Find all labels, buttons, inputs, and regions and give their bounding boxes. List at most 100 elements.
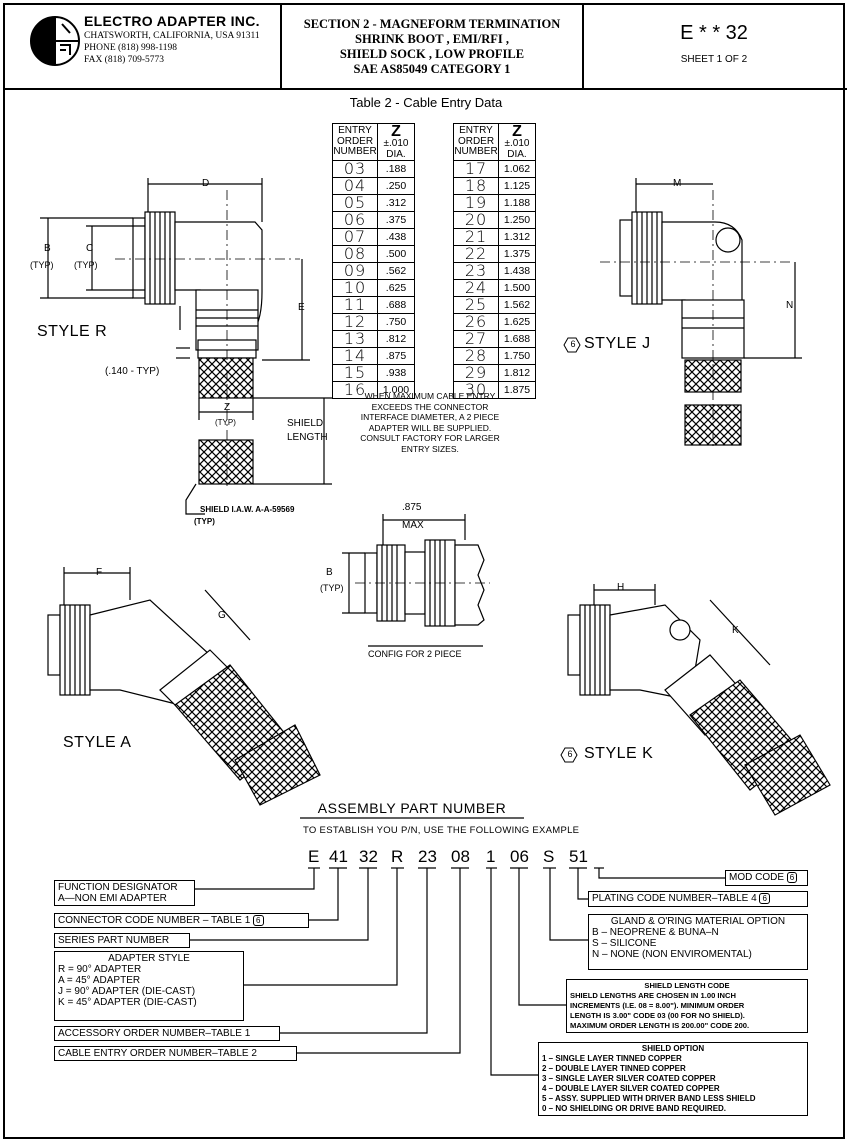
connector-code-box: CONNECTOR CODE NUMBER – TABLE 1 6 — [54, 913, 309, 928]
dim-e: E — [298, 302, 305, 313]
section-line-4: SAE AS85049 CATEGORY 1 — [353, 62, 511, 76]
z-dia-cell: 1.375 — [498, 245, 536, 263]
style-j-label: STYLE J — [584, 335, 651, 352]
z-dia-cell: .750 — [377, 313, 415, 331]
entry-order-cell: 09 — [332, 262, 378, 280]
entry-order-cell: 14 — [332, 347, 378, 365]
dim-875: .875 — [402, 502, 422, 513]
z-dia-cell: .812 — [377, 330, 415, 348]
shield-length-box: SHIELD LENGTH CODE SHIELD LENGTHS ARE CH… — [566, 979, 808, 1033]
cable-entry-order-box: CABLE ENTRY ORDER NUMBER–TABLE 2 — [54, 1046, 297, 1061]
z-dia-cell: .375 — [377, 211, 415, 229]
entry-order-cell: 25 — [453, 296, 499, 314]
z-dia-cell: .875 — [377, 347, 415, 365]
style-k-drawing — [567, 584, 831, 816]
entry-order-cell: 10 — [332, 279, 378, 297]
page-frame — [3, 3, 845, 1139]
table-row: 08.500 — [332, 245, 415, 263]
sheet-number: SHEET 1 OF 2 — [680, 54, 748, 65]
entry-order-cell: 30 — [453, 381, 499, 399]
style-a-drawing — [47, 567, 321, 806]
config-2-piece: CONFIG FOR 2 PIECE — [368, 649, 462, 659]
z-dia-cell: 1.688 — [498, 330, 536, 348]
part-number-segment: S — [543, 847, 555, 866]
table-row: 09.562 — [332, 262, 415, 280]
z-dia-cell: 1.438 — [498, 262, 536, 280]
entry-order-cell: 13 — [332, 330, 378, 348]
entry-order-cell: 28 — [453, 347, 499, 365]
shield-label: SHIELD — [287, 418, 324, 429]
part-code: E * * 32 — [680, 22, 748, 44]
z-dia-cell: .938 — [377, 364, 415, 382]
table-row: 12.750 — [332, 313, 415, 331]
entry-order-cell: 29 — [453, 364, 499, 382]
z-dia-cell: 1.562 — [498, 296, 536, 314]
z-dia-cell: .188 — [377, 160, 415, 178]
part-number-segment: 06 — [510, 847, 529, 866]
entry-order-cell: 05 — [332, 194, 378, 212]
two-piece-drawing — [342, 514, 490, 647]
dim-b: B — [44, 243, 51, 254]
company-fax: FAX (818) 709-5773 — [84, 55, 165, 65]
table-row: 03.188 — [332, 160, 415, 178]
note-6-k: 6 — [567, 749, 573, 759]
z-dia-cell: .250 — [377, 177, 415, 195]
entry-order-cell: 21 — [453, 228, 499, 246]
company-phone: PHONE (818) 998-1198 — [84, 43, 178, 53]
entry-order-cell: 04 — [332, 177, 378, 195]
entry-order-cell: 15 — [332, 364, 378, 382]
entry-order-cell: 03 — [332, 160, 378, 178]
z-dia-cell: .562 — [377, 262, 415, 280]
entry-order-cell: 17 — [453, 160, 499, 178]
section-line-2: SHRINK BOOT , EMI/RFI , — [355, 32, 509, 46]
entry-order-cell: 08 — [332, 245, 378, 263]
dim-max: MAX — [402, 520, 424, 531]
style-a-label: STYLE A — [63, 734, 132, 751]
dim-m: M — [673, 178, 682, 189]
table-row: 11.688 — [332, 296, 415, 314]
section-line-3: SHIELD SOCK , LOW PROFILE — [339, 47, 525, 61]
dim-z: Z — [224, 402, 231, 413]
part-number-segment: 32 — [359, 847, 378, 866]
dim-k: K — [732, 625, 739, 636]
dim-c: C — [86, 243, 94, 254]
table-row: 07.438 — [332, 228, 415, 246]
entry-order-cell: 26 — [453, 313, 499, 331]
table-row: 14.875 — [332, 347, 415, 365]
table-row: 05.312 — [332, 194, 415, 212]
table-title: Table 2 - Cable Entry Data — [349, 95, 503, 110]
dim-h: H — [617, 582, 625, 593]
header-divider-2 — [582, 3, 584, 89]
entry-order-cell: 11 — [332, 296, 378, 314]
part-number-segment: R — [391, 847, 404, 866]
z-dia-cell: .438 — [377, 228, 415, 246]
dim-b-2pc-typ: (TYP) — [320, 583, 344, 593]
z-dia-cell: .500 — [377, 245, 415, 263]
assembly-title: ASSEMBLY PART NUMBER — [317, 800, 507, 816]
dim-f: F — [96, 567, 103, 578]
company-logo — [30, 16, 80, 66]
company-name: ELECTRO ADAPTER INC. — [84, 13, 260, 29]
gland-option-box: GLAND & O'RING MATERIAL OPTION B – NEOPR… — [588, 914, 808, 970]
dim-140: (.140 - TYP) — [105, 366, 160, 377]
entry-order-cell: 06 — [332, 211, 378, 229]
z-dia-cell: 1.188 — [498, 194, 536, 212]
style-j-drawing — [600, 178, 802, 450]
